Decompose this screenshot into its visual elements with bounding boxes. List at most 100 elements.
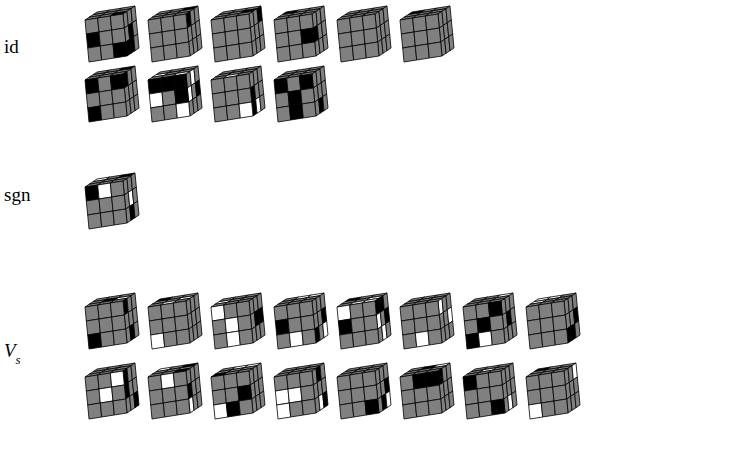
sticker	[100, 104, 114, 120]
sticker	[340, 403, 354, 419]
sticker	[98, 183, 112, 199]
sticker	[173, 14, 187, 30]
cube	[211, 363, 265, 419]
sticker	[301, 315, 315, 331]
sticker	[277, 46, 291, 62]
sticker	[173, 301, 187, 317]
sticker	[236, 301, 250, 317]
sticker	[110, 301, 124, 317]
sticker	[288, 30, 302, 46]
sticker	[162, 90, 176, 106]
sticker	[401, 389, 415, 405]
sticker	[212, 389, 226, 405]
sticker	[236, 371, 250, 387]
sticker	[401, 319, 415, 335]
cube	[400, 6, 454, 62]
sticker	[277, 106, 291, 122]
sticker	[352, 44, 366, 60]
sticker	[386, 34, 391, 51]
sticker	[337, 18, 351, 34]
sticker	[214, 46, 228, 62]
sticker	[289, 331, 303, 347]
sticker	[365, 399, 379, 415]
sticker	[463, 305, 477, 321]
sticker	[466, 333, 480, 349]
sticker	[288, 387, 302, 403]
sticker	[260, 391, 265, 408]
sticker	[236, 74, 250, 90]
sticker	[151, 106, 165, 122]
sticker	[224, 16, 238, 32]
sticker	[449, 391, 454, 408]
sticker	[386, 391, 391, 408]
sticker	[99, 317, 113, 333]
sticker	[449, 34, 454, 51]
sticker	[112, 195, 126, 211]
sticker	[415, 401, 429, 417]
cube	[211, 293, 265, 349]
sticker	[161, 76, 175, 92]
sticker	[162, 30, 176, 46]
row-label: id	[4, 36, 19, 58]
sticker	[464, 319, 478, 335]
sticker	[197, 321, 202, 338]
sticker	[299, 371, 313, 387]
sticker	[86, 199, 100, 215]
sticker	[176, 399, 190, 415]
row-label: sgn	[4, 184, 30, 206]
sticker	[85, 305, 99, 321]
sticker	[527, 389, 541, 405]
sticker	[466, 403, 480, 419]
cube	[274, 363, 328, 419]
sticker	[288, 317, 302, 333]
sticker	[415, 44, 429, 60]
sticker	[173, 371, 187, 387]
sticker	[554, 399, 568, 415]
sticker	[403, 333, 417, 349]
sticker	[413, 303, 427, 319]
sticker	[541, 331, 555, 347]
sticker	[163, 44, 177, 60]
sticker	[134, 94, 139, 111]
sticker	[539, 373, 553, 389]
sticker	[88, 333, 102, 349]
sticker	[163, 331, 177, 347]
sticker	[400, 375, 414, 391]
sticker	[99, 30, 113, 46]
sticker	[113, 102, 127, 118]
sticker	[110, 14, 124, 30]
sticker	[274, 18, 288, 34]
sticker	[289, 401, 303, 417]
sticker	[302, 399, 316, 415]
sticker	[226, 331, 240, 347]
sticker	[225, 317, 239, 333]
cube	[148, 293, 202, 349]
sticker	[86, 319, 100, 335]
sticker	[176, 102, 190, 118]
sticker	[414, 387, 428, 403]
sticker	[289, 104, 303, 120]
sticker	[211, 375, 225, 391]
sticker	[350, 373, 364, 389]
sticker	[224, 76, 238, 92]
cube	[463, 363, 517, 419]
sticker	[225, 30, 239, 46]
sticker	[86, 389, 100, 405]
sticker	[287, 303, 301, 319]
sticker	[98, 16, 112, 32]
sticker	[99, 197, 113, 213]
sticker	[239, 42, 253, 58]
cube	[400, 293, 454, 349]
sticker	[239, 102, 253, 118]
sticker	[323, 391, 328, 408]
sticker	[337, 375, 351, 391]
sticker	[351, 317, 365, 333]
sticker	[134, 321, 139, 338]
sticker	[175, 315, 189, 331]
sticker	[85, 185, 99, 201]
sticker	[98, 303, 112, 319]
sticker	[403, 403, 417, 419]
sticker	[463, 375, 477, 391]
sticker	[99, 90, 113, 106]
